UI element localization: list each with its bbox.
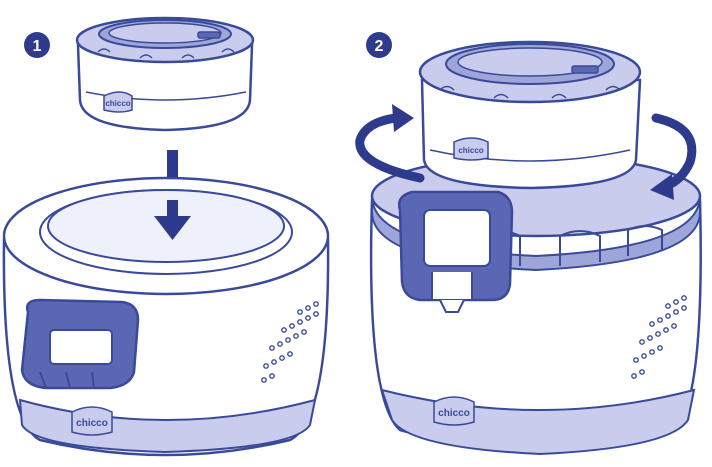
step-1-badge: 1: [24, 32, 50, 58]
step-1-panel: 1 chicco: [2, 16, 330, 457]
step-2-number: 2: [375, 38, 384, 55]
step-2-cup-brand: chicco: [458, 146, 483, 155]
step-2-cup-logo: chicco: [453, 137, 489, 161]
step-1-vent-dots: [261, 301, 319, 383]
step-1-number: 1: [33, 38, 42, 55]
step-2-base-brand: chicco: [438, 408, 470, 419]
step-2-badge: 2: [366, 32, 392, 58]
step-1-cup: chicco: [75, 16, 255, 132]
step-1-base-brand: chicco: [76, 418, 108, 429]
step-1-cup-brand: chicco: [105, 99, 130, 108]
step-2-cup: chicco: [418, 40, 642, 190]
step-1-base-logo: chicco: [71, 406, 113, 436]
step-1-handle: [20, 298, 140, 390]
step-2-panel: 2 chicco: [355, 32, 702, 456]
step-1-cup-logo: chicco: [103, 91, 133, 113]
rotate-arrow-left-icon: [355, 104, 425, 183]
rotate-arrow-right-icon: [650, 113, 697, 200]
step-2-vent-dots: [631, 295, 687, 379]
step-2-base-logo: chicco: [433, 396, 475, 426]
step-2-handle: [398, 190, 514, 313]
step-1-base: chicco: [2, 176, 330, 457]
